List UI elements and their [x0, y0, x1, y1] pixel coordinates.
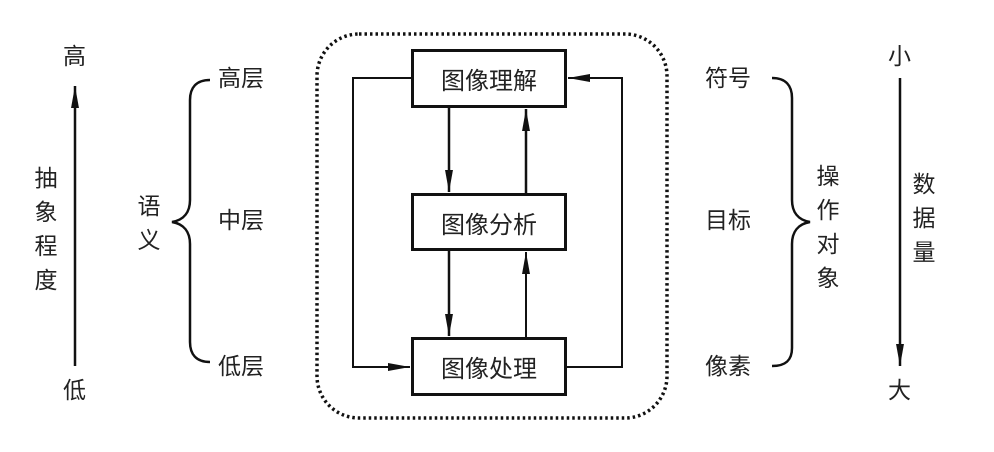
- abstraction-high-label: 高: [63, 44, 86, 70]
- operand-title-char: 对: [816, 232, 840, 258]
- right-loop-connector: [566, 74, 623, 368]
- image-analysis-label: 图像分析: [441, 210, 537, 239]
- data-volume-title-char: 据: [912, 206, 936, 232]
- operand-item-pixel: 像素: [705, 354, 751, 380]
- abstraction-degree-title: 抽 象 程 度: [33, 162, 59, 298]
- image-processing-box: 图像处理: [411, 337, 567, 396]
- abstraction-title-char: 抽: [34, 166, 58, 192]
- image-analysis-box: 图像分析: [411, 193, 567, 251]
- image-processing-label: 图像处理: [441, 355, 537, 383]
- image-understanding-box: 图像理解: [411, 49, 567, 108]
- abstraction-title-char: 度: [34, 268, 58, 294]
- operand-title-char: 操: [816, 164, 840, 190]
- data-volume-large-label: 大: [888, 378, 911, 404]
- operand-title: 操 作 对 象: [815, 160, 841, 296]
- data-volume-title: 数 据 量: [911, 168, 937, 270]
- operand-brace: [771, 76, 811, 368]
- semantic-level-low: 低层: [218, 354, 264, 380]
- semantic-title-char: 语: [137, 194, 161, 220]
- semantic-level-high: 高层: [218, 66, 264, 92]
- abstraction-title-char: 程: [34, 234, 58, 260]
- left-loop-connector: [352, 77, 412, 371]
- image-understanding-label: 图像理解: [441, 67, 537, 95]
- abstraction-low-label: 低: [63, 378, 86, 404]
- semantic-level-mid: 中层: [218, 208, 264, 234]
- data-volume-title-char: 数: [912, 172, 936, 198]
- operand-title-char: 作: [816, 198, 840, 224]
- semantic-title: 语 义: [136, 190, 162, 258]
- process-group-border: [315, 32, 669, 420]
- operand-title-char: 象: [816, 266, 840, 292]
- data-volume-title-char: 量: [912, 240, 936, 266]
- operand-item-symbol: 符号: [705, 66, 751, 92]
- abstraction-title-char: 象: [34, 200, 58, 226]
- semantic-title-char: 义: [137, 228, 161, 254]
- data-volume-small-label: 小: [888, 44, 911, 70]
- operand-item-object: 目标: [705, 208, 751, 234]
- semantic-brace: [171, 78, 211, 364]
